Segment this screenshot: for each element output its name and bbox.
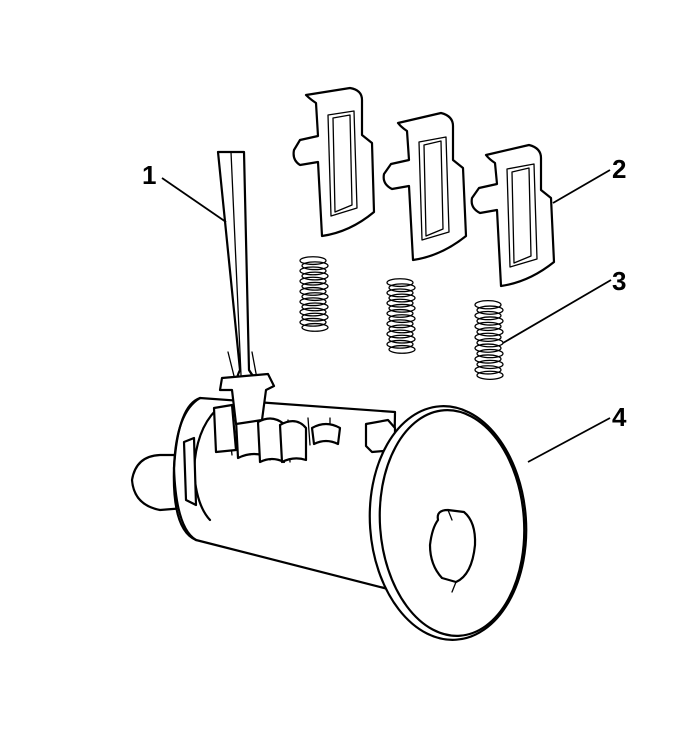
spring-coil (388, 303, 416, 313)
spring-coil (299, 276, 327, 286)
spring-coil (388, 344, 416, 354)
spring-coil (476, 370, 504, 381)
spring-3 (474, 299, 504, 381)
spring-coil (299, 256, 327, 266)
spring-coil (299, 266, 327, 276)
leader-2 (552, 169, 611, 204)
spring-coil (388, 283, 416, 293)
spring-coil (386, 288, 414, 298)
spring-coil (474, 310, 502, 321)
spring-coil (476, 348, 504, 359)
spring-coil (474, 365, 502, 375)
callout-label-1: 1 (142, 160, 156, 190)
spring-1 (299, 256, 329, 332)
spring-coil (299, 317, 327, 327)
spring-coil (388, 324, 416, 334)
spring-coil (299, 297, 327, 307)
spring-coil (386, 329, 414, 339)
spring-coil (476, 359, 504, 370)
spring-coil (388, 334, 416, 344)
spring-coil (386, 298, 414, 308)
leader-lines (161, 169, 612, 463)
spring-coil (301, 292, 329, 302)
leader-3 (502, 279, 612, 344)
spring-coil (388, 314, 416, 324)
spring-coil (386, 339, 414, 349)
tumbler-1 (292, 86, 376, 238)
spring-coil (299, 286, 327, 296)
spring-coil (386, 308, 414, 318)
lock-cylinder (130, 396, 528, 641)
leader-4 (527, 417, 611, 463)
spring-coil (301, 322, 329, 332)
spring-2 (386, 278, 416, 354)
leader-1 (161, 177, 227, 223)
spring-coil (476, 327, 504, 337)
spring-coil (476, 305, 504, 315)
spring-coil (474, 332, 502, 343)
spring-coil (301, 302, 329, 312)
spring-coil (474, 321, 502, 332)
spring-coil (301, 271, 329, 281)
callout-label-2: 2 (612, 154, 626, 184)
callout-label-4: 4 (612, 402, 627, 432)
spring-coil (474, 354, 502, 364)
spring-coil (388, 293, 416, 303)
tumbler-3 (470, 143, 556, 288)
tumbler-2 (382, 111, 468, 262)
spring-coil (299, 307, 327, 317)
spring-coil (474, 299, 502, 310)
spring-coil (476, 316, 504, 326)
spring-coil (386, 319, 414, 329)
spring-coil (301, 281, 329, 291)
screwdriver (216, 150, 276, 426)
spring-coil (301, 261, 329, 271)
spring-coil (301, 312, 329, 322)
spring-coil (386, 278, 414, 288)
callout-label-3: 3 (612, 266, 626, 296)
spring-coil (474, 343, 502, 353)
